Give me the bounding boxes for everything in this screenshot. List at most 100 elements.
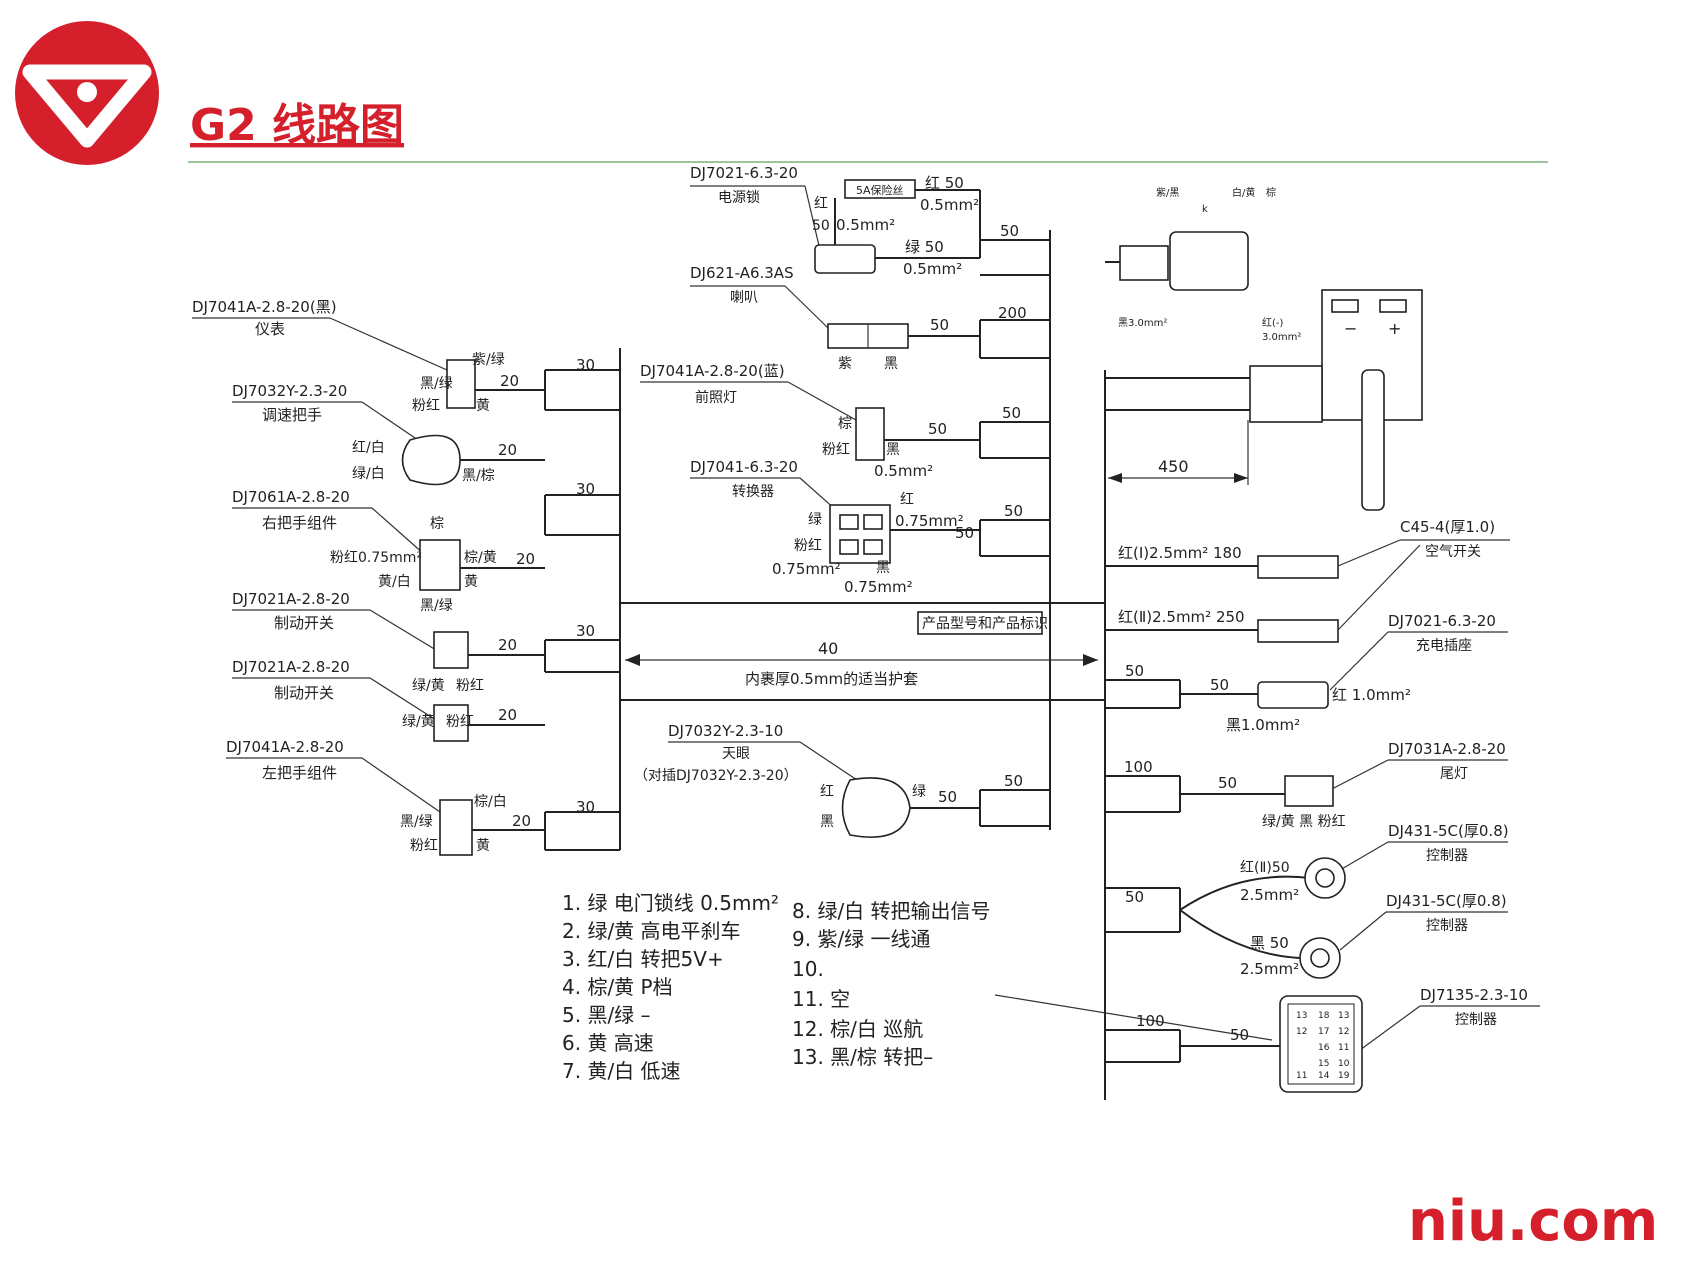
battery-minus: − <box>1344 319 1357 338</box>
wire-label: 红(Ⅰ)2.5mm² 180 <box>1118 544 1242 562</box>
connector-body <box>433 704 469 742</box>
wire-length: 30 <box>576 622 595 640</box>
left-connector-throttle: DJ7032Y-2.3-20 调速把手 红/白 绿/白 黑/棕 20 30 <box>232 382 595 498</box>
wire-size: 0.75mm² <box>895 512 964 530</box>
connector-body <box>401 434 461 486</box>
pin-label: 紫/绿 <box>472 352 505 368</box>
pin-label: 绿 <box>912 784 926 800</box>
center-connector-horn: DJ621-A6.3AS 喇叭 紫 黑 50 200 <box>690 264 1050 372</box>
component-name: 控制器 <box>1426 848 1468 864</box>
pin-label: 粉红 <box>412 398 440 414</box>
footer-brand: niu.com <box>1408 1189 1658 1254</box>
pin-label: 黑 <box>884 356 898 372</box>
pin-label: 绿/黄 <box>402 713 435 730</box>
component-name: 尾灯 <box>1440 766 1468 782</box>
battery-cable-length: 450 <box>1158 457 1189 476</box>
product-label-box <box>917 611 1043 635</box>
pin-label: 绿 <box>808 512 822 528</box>
component-name: 充电插座 <box>1416 638 1472 654</box>
connector-body <box>841 777 911 838</box>
center-connector-skyeye: DJ7032Y-2.3-10 天眼 （对插DJ7032Y-2.3-20） 红 绿… <box>634 722 1050 838</box>
center-connector-converter: DJ7041-6.3-20 转换器 红 绿 粉红 黑 0.75mm² 0.75m… <box>690 458 1050 596</box>
pin-number: 14 <box>1318 1071 1330 1081</box>
pin-label: 粉红 <box>822 442 850 458</box>
connector-body <box>855 407 885 461</box>
connector-name: 喇叭 <box>730 290 758 306</box>
wire-length: 20 <box>498 441 517 459</box>
connector-name: 制动开关 <box>274 614 334 632</box>
wire-length: 50 <box>1002 404 1021 422</box>
product-label-text: 产品型号和产品标识 <box>922 616 1048 632</box>
legend-item: 7. 黄/白 低速 <box>562 1059 681 1083</box>
connector-note: （对插DJ7032Y-2.3-20） <box>634 768 798 784</box>
connector-code: DJ7021-6.3-20 <box>690 164 798 182</box>
battery-sleeve <box>1249 365 1323 423</box>
pin-number: 12 <box>1338 1027 1349 1037</box>
legend-item: 5. 黑/绿 – <box>562 1003 651 1027</box>
wire-length: 50 <box>1125 888 1144 906</box>
component-name: 空气开关 <box>1425 544 1481 560</box>
pin-label: 棕/黄 <box>464 549 497 566</box>
pin-number: 19 <box>1338 1071 1350 1081</box>
pin-number: 16 <box>1318 1043 1330 1053</box>
pin-label: 黄/白 <box>378 573 411 590</box>
top-plug: 紫/黑 k 白/黄 棕 黑3.0mm² 红(-) 3.0mm² <box>1105 186 1301 343</box>
center-connector-ignition: DJ7021-6.3-20 电源锁 5A保险丝 红 50 0.5mm² 红 50… <box>690 164 1050 278</box>
pin-label: 粉红 <box>456 678 484 694</box>
connector-body <box>1284 775 1334 807</box>
wire-length: 50 <box>1218 774 1237 792</box>
wire-length: 200 <box>998 304 1027 322</box>
component-name: 控制器 <box>1455 1012 1497 1028</box>
legend-item: 4. 棕/黄 P档 <box>562 975 673 999</box>
wire-length: 20 <box>516 550 535 568</box>
pin-label: 黄 <box>476 397 490 414</box>
connector-body <box>1257 681 1329 709</box>
legend-item: 12. 棕/白 巡航 <box>792 1017 923 1041</box>
niu-logo <box>15 21 159 165</box>
wire-length: 30 <box>576 480 595 498</box>
wire-label: 黑1.0mm² <box>1226 716 1300 734</box>
wire-label: 0.5mm² <box>903 260 962 278</box>
pin-number: 18 <box>1318 1011 1330 1021</box>
wire-label: 0.5mm² <box>836 216 895 234</box>
pin-number: 17 <box>1318 1027 1329 1037</box>
legend-item: 2. 绿/黄 高电平刹车 <box>562 919 741 943</box>
wire-length: 50 <box>1125 662 1144 680</box>
connector-code: DJ621-A6.3AS <box>690 264 794 282</box>
wire-length: 30 <box>576 356 595 374</box>
battery-connector: − + 450 <box>1105 289 1423 511</box>
pin-label: 黄 <box>476 837 490 854</box>
connector-name: 转换器 <box>732 483 774 500</box>
pin-number: 12 <box>1296 1027 1307 1037</box>
wire-size: 2.5mm² <box>1240 960 1299 978</box>
left-connector-brake-2: DJ7021A-2.8-20 制动开关 绿/黄 粉红 20 <box>232 658 545 742</box>
component-code: C45-4(厚1.0) <box>1400 518 1495 536</box>
pin-number: 13 <box>1296 1011 1307 1021</box>
component-code: DJ7135-2.3-10 <box>1420 986 1528 1004</box>
wire-length: 50 <box>1004 772 1023 790</box>
pin-label: 棕 <box>430 516 444 532</box>
wire-length: 50 <box>1210 676 1229 694</box>
wire-length: 50 <box>1000 222 1019 240</box>
pin-label: 黑 <box>876 560 890 576</box>
wire-length: 50 <box>1230 1026 1249 1044</box>
left-connector-meter: DJ7041A-2.8-20(黑) 仪表 紫/绿 黑/绿 粉红 黄 20 30 <box>192 298 595 414</box>
center-connector-headlight: DJ7041A-2.8-20(蓝) 前照灯 棕 粉红 黑 50 0.5mm² 5… <box>640 362 1050 480</box>
wire-size: 0.75mm² <box>844 578 913 596</box>
connector-name: 调速把手 <box>262 406 322 424</box>
terminal <box>1257 619 1339 643</box>
connector-body <box>419 539 461 591</box>
wire-length: 100 <box>1124 758 1153 776</box>
trunk-length: 40 <box>818 639 838 658</box>
pin-label: 棕/白 <box>474 794 507 810</box>
pin-label: 红 <box>900 492 914 508</box>
connector-name: 仪表 <box>255 320 285 338</box>
page-title: G2 线路图 <box>190 100 404 151</box>
controller-2: DJ431-5C(厚0.8) 控制器 黑 50 2.5mm² <box>1240 892 1508 979</box>
wire-label: 红 50 <box>925 174 964 192</box>
legend-right: 8. 绿/白 转把输出信号 9. 紫/绿 一线通 10. 11. 空 12. 棕… <box>792 899 991 1069</box>
connector-body <box>446 359 476 409</box>
wire-length: 50 <box>930 316 949 334</box>
pin-number: 13 <box>1338 1011 1349 1021</box>
